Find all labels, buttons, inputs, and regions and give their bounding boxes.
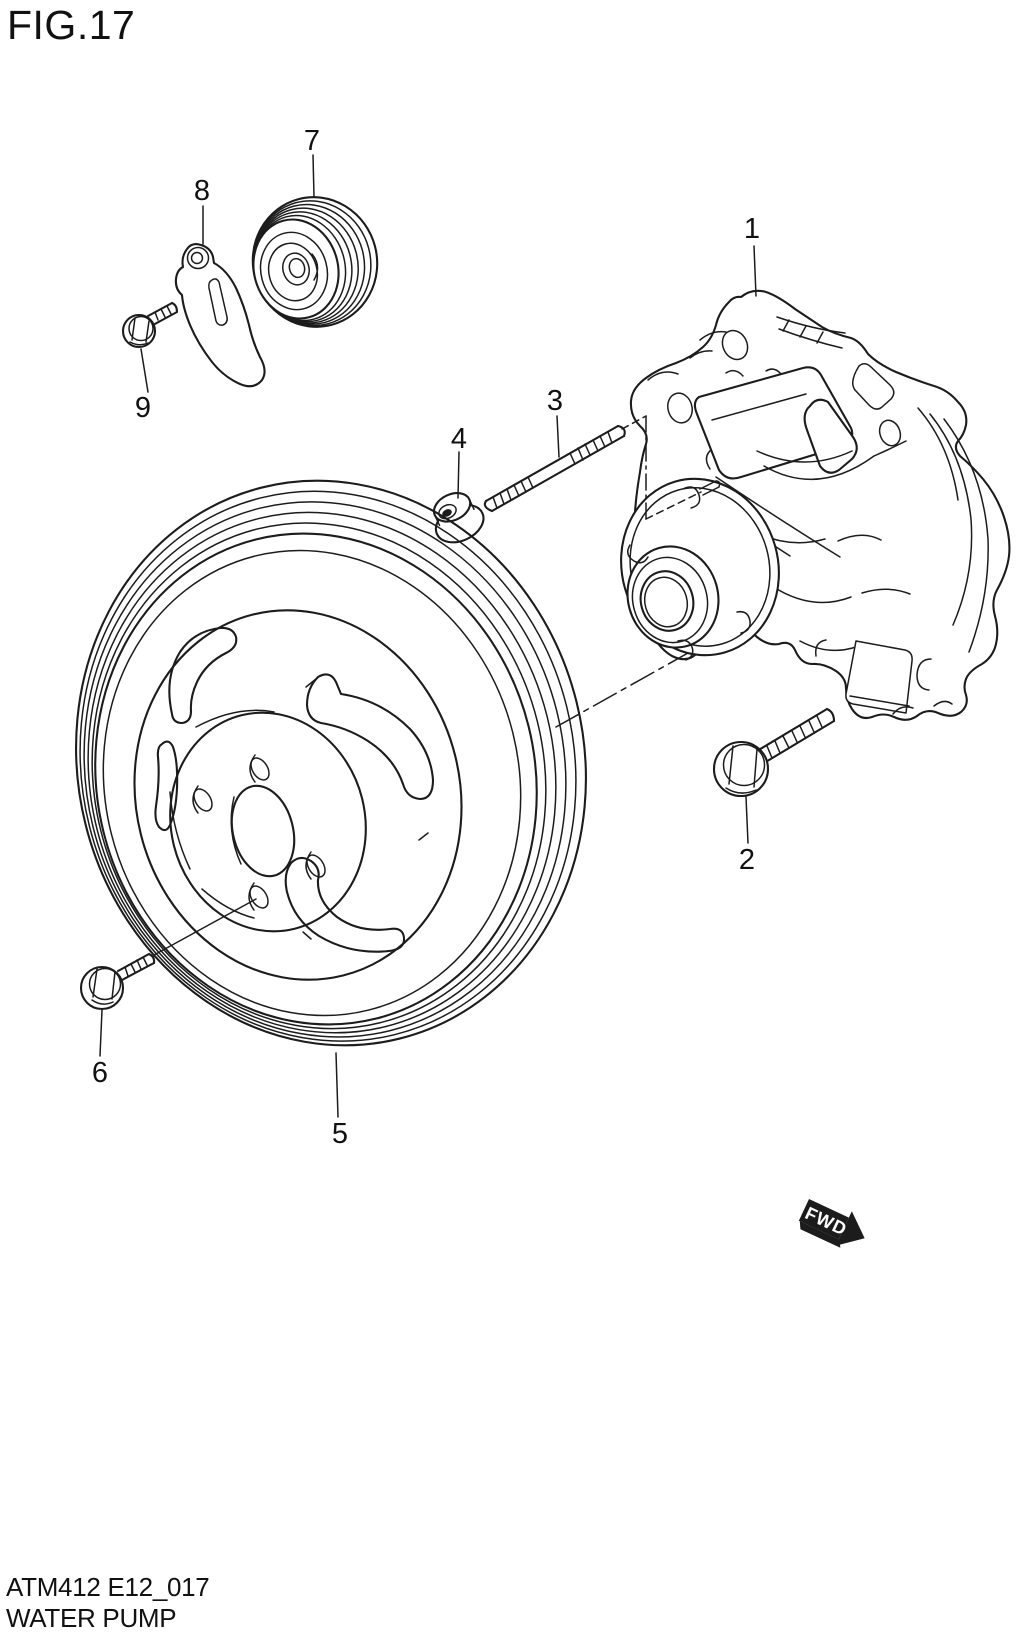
idler-pulley	[251, 196, 379, 328]
leader-line-7	[312, 154, 315, 198]
leader-line-5	[335, 1052, 339, 1118]
leader-line-3	[556, 415, 560, 458]
callout-3[interactable]: 3	[547, 385, 563, 417]
leader-line-bolt6-to-hole	[153, 898, 257, 956]
leader-line-9	[140, 348, 149, 393]
water-pump-hub	[620, 477, 780, 661]
pump-mounting-bolt	[712, 707, 836, 798]
water-pump-body	[629, 289, 1011, 721]
leader-line-1	[753, 245, 757, 297]
callout-1[interactable]: 1	[744, 213, 760, 245]
crankshaft-pulley	[75, 479, 587, 1047]
leader-line-4	[457, 451, 460, 499]
callout-6[interactable]: 6	[92, 1057, 108, 1089]
callout-5[interactable]: 5	[332, 1118, 348, 1150]
leader-line-2	[745, 796, 749, 844]
callout-8[interactable]: 8	[194, 175, 210, 207]
drawing-code: ATM412 E12_017	[6, 1572, 210, 1602]
tensioner-bracket	[174, 243, 266, 388]
callout-7[interactable]: 7	[304, 125, 320, 157]
stud-bolt	[483, 424, 626, 513]
assembly-centerline	[555, 652, 689, 728]
stud-reference-lines	[621, 415, 702, 520]
callout-2[interactable]: 2	[739, 844, 755, 876]
fwd-direction-indicator: FWD	[798, 1199, 865, 1248]
callout-4[interactable]: 4	[451, 423, 467, 455]
leader-line-6	[99, 1009, 103, 1057]
callout-leader-lines	[99, 154, 757, 1118]
bracket-bolt	[121, 301, 179, 349]
figure-caption: WATER PUMP	[6, 1603, 177, 1633]
callout-9[interactable]: 9	[135, 392, 151, 424]
figure-title: FIG.17	[7, 2, 136, 48]
pulley-bolt	[79, 952, 156, 1011]
